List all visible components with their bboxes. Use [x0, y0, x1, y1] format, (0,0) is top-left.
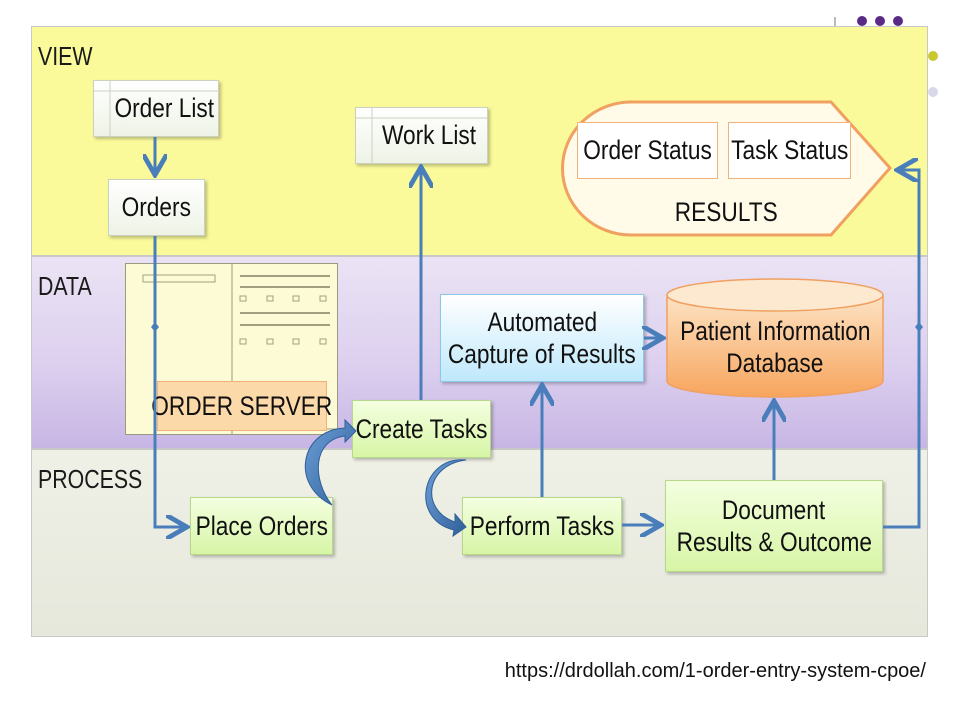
order-list-box: Order List: [93, 80, 220, 138]
patient-database-cylinder: Patient Information Database: [665, 277, 885, 399]
curved-arrow-place-to-create: [304, 418, 357, 506]
patient-db-line1: Patient Information: [679, 315, 871, 346]
task-status-box: Task Status: [728, 122, 851, 179]
order-status-box: Order Status: [577, 122, 718, 179]
create-tasks-box: Create Tasks: [352, 400, 491, 458]
document-results-box: Document Results & Outcome: [665, 480, 883, 572]
results-label: RESULTS: [674, 196, 778, 227]
data-band-label: DATA: [38, 271, 92, 301]
arrow-orders-placeorders: [153, 236, 184, 527]
patient-db-line2: Database: [726, 348, 824, 378]
process-band-label: PROCESS: [38, 464, 143, 494]
orders-box: Orders: [108, 179, 205, 236]
perform-tasks-box: Perform Tasks: [462, 497, 622, 555]
work-list-box: Work List: [355, 107, 489, 165]
order-server-label: ORDER SERVER: [151, 381, 333, 431]
place-orders-box: Place Orders: [190, 497, 333, 555]
curved-arrow-create-to-perform: [425, 459, 467, 538]
source-url: https://drdollah.com/1-order-entry-syste…: [504, 660, 926, 682]
results-panel: Order Status Task Status RESULTS: [561, 100, 895, 237]
order-server-form: ORDER SERVER: [125, 263, 338, 435]
automated-capture-box: Automated Capture of Results: [440, 294, 644, 382]
view-band-label: VIEW: [38, 41, 93, 71]
arrow-document-results: [883, 170, 921, 529]
